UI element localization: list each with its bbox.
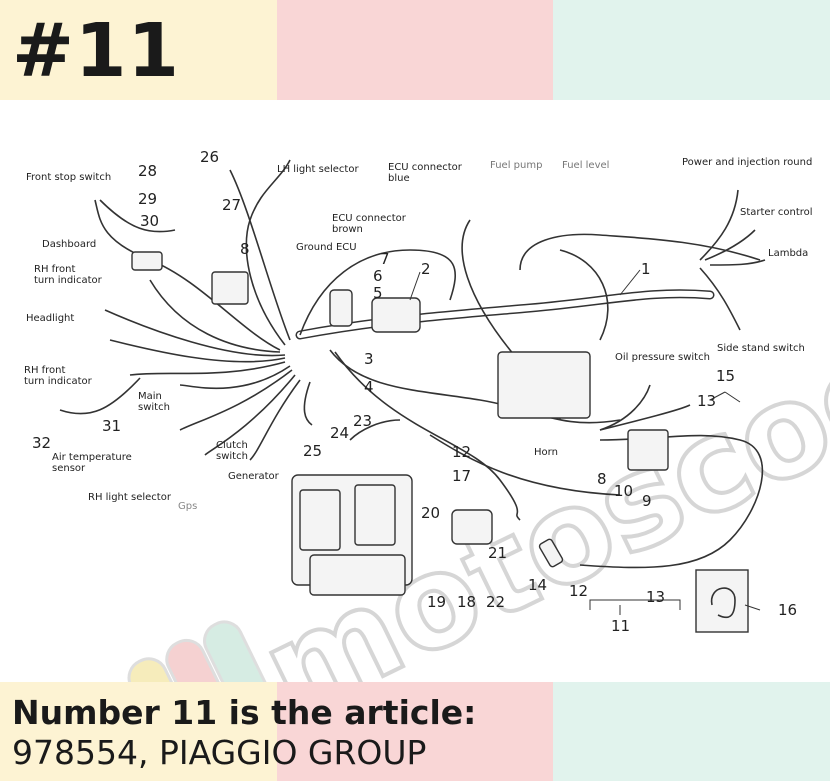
part-number: 23: [353, 412, 372, 430]
relay-8-right: [627, 429, 669, 471]
engine: [291, 474, 413, 596]
dashboard-connector: [131, 251, 163, 271]
part-number: 31: [102, 417, 121, 435]
part-number: 25: [303, 442, 322, 460]
part-number: 3: [364, 350, 374, 368]
part-number: 19: [427, 593, 446, 611]
label-lh-light-selector: LH light selector: [277, 164, 359, 175]
parts: [131, 251, 749, 633]
footer-article-number: 978554, PIAGGIO GROUP: [12, 733, 427, 772]
part-number: 20: [421, 504, 440, 522]
label-fuel-level: Fuel level: [562, 160, 609, 171]
part-number: 28: [138, 162, 157, 180]
label-horn: Horn: [534, 447, 558, 458]
label-line: ECU connector: [332, 213, 407, 224]
ecu-connector-blue-part: [371, 297, 421, 333]
part-number: 15: [716, 367, 735, 385]
label-side-stand-switch: Side stand switch: [717, 343, 805, 354]
part-number: 2: [421, 260, 431, 278]
label-line: Air temperature: [52, 452, 132, 463]
ecu-unit: [497, 351, 591, 419]
label-power-and-injection-round: Power and injection round: [682, 157, 812, 168]
spark-plug-cap: [538, 538, 564, 568]
part-number: 8: [240, 240, 250, 258]
header-band-mint: [553, 0, 830, 100]
part-number: 12: [569, 582, 588, 600]
part-number: 32: [32, 434, 51, 452]
part-number: 10: [614, 482, 633, 500]
label-line: Main: [138, 391, 162, 402]
lower-branches: [329, 349, 764, 569]
label-line: Clutch: [216, 440, 248, 451]
part-number: 26: [200, 148, 219, 166]
part-number: 8: [597, 470, 607, 488]
footer-band-pink: [277, 682, 553, 781]
part-number: 16: [778, 601, 797, 619]
part-number: 12: [452, 443, 471, 461]
header-band-yellow: [0, 0, 277, 100]
part-number: 18: [457, 593, 476, 611]
coil-bracket: [451, 509, 493, 545]
part-number: 1: [641, 260, 651, 278]
label-line: ECU connector: [388, 162, 463, 173]
part-number: 11: [611, 617, 630, 635]
label-line: brown: [332, 224, 363, 235]
label-line: turn indicator: [34, 275, 103, 286]
label-front-stop-switch: Front stop switch: [26, 172, 111, 183]
part-number: 6: [373, 267, 383, 285]
clip-16-box: [695, 569, 749, 633]
footer-article-line: Number 11 is the article:: [12, 693, 477, 732]
label-oil-pressure-switch: Oil pressure switch: [615, 352, 710, 363]
label-ground-ecu: Ground ECU: [296, 242, 357, 253]
label-line: RH front: [24, 365, 66, 376]
footer-band-mint: [553, 682, 830, 781]
label-generator: Generator: [228, 471, 280, 482]
part-number: 27: [222, 196, 241, 214]
part-number: 5: [373, 284, 383, 302]
label-starter-control: Starter control: [740, 207, 813, 218]
leader-lines: [409, 269, 761, 615]
part-number: 13: [646, 588, 665, 606]
label-line: switch: [216, 451, 248, 462]
label-line: RH front: [34, 264, 76, 275]
label-fuel-pump: Fuel pump: [490, 160, 542, 171]
part-numbers: 1 2 3 4 5 6 7 8 8 9 10 11 12 12 13 13 14…: [32, 148, 797, 635]
header-band-pink: [277, 0, 553, 100]
label-lambda: Lambda: [768, 248, 808, 259]
label-dashboard: Dashboard: [42, 239, 96, 250]
label-headlight: Headlight: [26, 313, 74, 324]
part-number: 13: [697, 392, 716, 410]
label-gps: Gps: [178, 501, 197, 512]
part-number: 4: [364, 378, 374, 396]
clip-16: [710, 587, 736, 619]
part-number: 7: [380, 250, 390, 268]
label-line: blue: [388, 173, 410, 184]
label-rh-light-selector: RH light selector: [88, 492, 172, 503]
part-number: 21: [488, 544, 507, 562]
part-number: 9: [642, 492, 652, 510]
label-line: turn indicator: [24, 376, 93, 387]
part-number: 22: [486, 593, 505, 611]
label-line: sensor: [52, 463, 86, 474]
part-number: 30: [140, 212, 159, 230]
part-number: 17: [452, 467, 471, 485]
label-line: switch: [138, 402, 170, 413]
ecu-connector-brown-part: [329, 289, 353, 327]
wiring-diagram: motoscooter: [24, 148, 830, 682]
page-title: #11: [12, 8, 180, 94]
relay-8-left: [211, 271, 249, 305]
part-number: 29: [138, 190, 157, 208]
footer-band-yellow: [0, 682, 277, 781]
part-number: 14: [528, 576, 547, 594]
part-number: 24: [330, 424, 349, 442]
